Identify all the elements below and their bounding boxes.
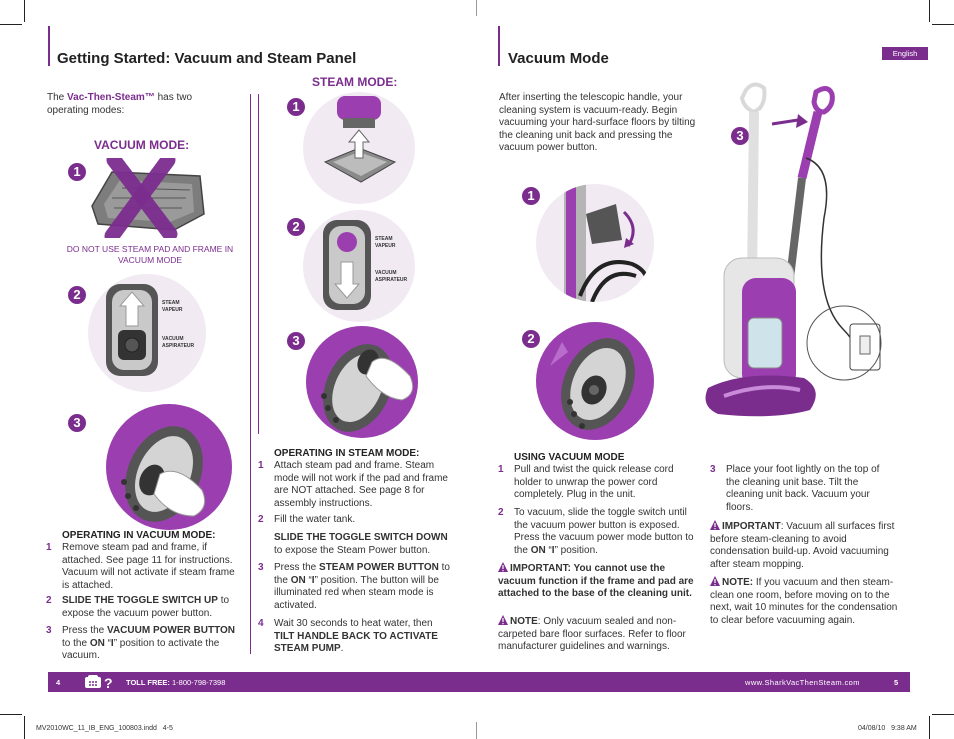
fold-mark	[476, 722, 477, 739]
steam-mode-label: STEAM MODE:	[312, 75, 398, 89]
vacuum-mode-label: VACUUM MODE:	[94, 138, 190, 152]
print-file-info: MV2010WC_11_IB_ENG_100803.indd 4-5	[36, 725, 173, 732]
step-number-2: 2	[522, 330, 540, 348]
warning-icon	[710, 520, 720, 530]
important-frame-warning: IMPORTANT: You cannot use the vacuum fun…	[498, 562, 694, 599]
step-number-2: 2	[287, 218, 305, 236]
press-vacuum-button-illustration	[106, 404, 232, 530]
press-steam-button-illustration	[306, 326, 418, 438]
step-number-3: 3	[68, 414, 86, 432]
page-title-right: Vacuum Mode	[508, 50, 609, 67]
footer-bar: 4 ? TOLL FREE: 1-800-798-7398 www.SharkV…	[48, 672, 910, 692]
page-title-left: Getting Started: Vacuum and Steam Panel	[57, 50, 357, 67]
operating-vacuum-heading: OPERATING IN VACUUM MODE:	[62, 530, 216, 541]
important-vacuum-first: IMPORTANT: Vacuum all surfaces first bef…	[710, 520, 895, 570]
crop-mark	[929, 0, 930, 22]
crop-mark	[24, 716, 25, 739]
step-number-3: 3	[287, 332, 305, 350]
step-number-3: 3	[731, 127, 749, 145]
crop-mark	[0, 24, 22, 25]
column-divider	[258, 94, 259, 434]
crop-mark	[929, 716, 930, 739]
crop-mark	[932, 24, 954, 25]
fold-mark	[476, 0, 477, 16]
website-link[interactable]: www.SharkVacThenSteam.com	[745, 678, 860, 687]
page-number-right: 5	[894, 678, 899, 687]
step-number-1: 1	[287, 98, 305, 116]
step-number-1: 1	[68, 163, 86, 181]
step-number-1: 1	[522, 187, 540, 205]
page-number-left: 4	[56, 678, 61, 687]
phone-help-icon: ?	[85, 675, 113, 690]
cord-holder-illustration	[536, 184, 654, 302]
steam-pad-crossed-illustration	[91, 158, 205, 238]
vacuum-intro-text: After inserting the telescopic handle, y…	[499, 92, 696, 153]
toll-free: TOLL FREE: 1-800-798-7398	[126, 678, 226, 687]
using-vacuum-heading: USING VACUUM MODE	[514, 452, 625, 463]
warning-icon	[498, 562, 508, 572]
note-condensation: NOTE: If you vacuum and then steam-clean…	[710, 576, 898, 626]
column-divider	[250, 94, 251, 654]
language-tab[interactable]: English	[882, 47, 928, 60]
crop-mark	[932, 714, 954, 715]
vacuum-toggle-illustration	[536, 322, 654, 440]
attach-steam-pad-illustration	[303, 92, 415, 204]
print-date-info: 04/08/10 9:38 AM	[858, 725, 917, 732]
vacuum-unit-illustration	[705, 82, 882, 417]
operating-steam-heading: OPERATING IN STEAM MODE:	[274, 448, 420, 459]
title-bar	[48, 26, 50, 66]
intro-text: The Vac-Then-Steam™ has two operating mo…	[47, 92, 193, 116]
crop-mark	[0, 714, 22, 715]
step-number-2: 2	[68, 286, 86, 304]
warning-icon	[710, 576, 720, 586]
title-bar	[498, 26, 500, 66]
svg-text:?: ?	[104, 675, 113, 690]
note-floor-surfaces: NOTE: Only vacuum sealed and non-carpete…	[498, 615, 686, 652]
crop-mark	[24, 0, 25, 22]
warning-icon	[498, 615, 508, 625]
no-steam-pad-warning: DO NOT USE STEAM PAD AND FRAME IN VACUUM…	[66, 244, 234, 265]
